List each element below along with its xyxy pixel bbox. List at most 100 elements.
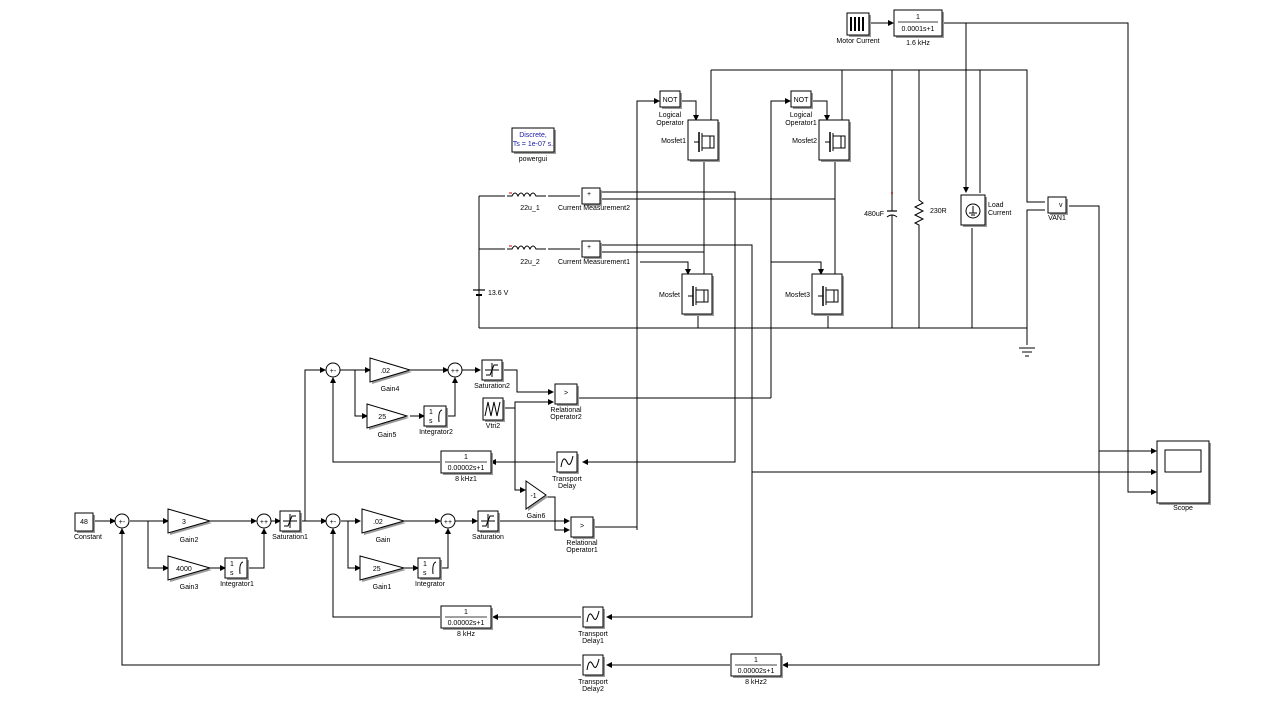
sum-signs: +- xyxy=(330,519,337,526)
sum-block[interactable]: ++ xyxy=(256,513,272,529)
capacitor-block[interactable]: 480uF xyxy=(864,190,898,232)
gain-value: .02 xyxy=(380,368,390,375)
load-current-block[interactable]: Load Current xyxy=(960,194,1011,227)
not-label: NOT xyxy=(794,97,810,104)
current-measurement2-block[interactable]: + Current Measurement2 xyxy=(558,187,630,212)
mosfet-block[interactable]: Mosfet xyxy=(659,273,714,316)
block-label: Gain1 xyxy=(373,584,392,591)
saturation-block[interactable]: Saturation1 xyxy=(272,510,308,541)
inductor-icon xyxy=(507,192,546,198)
battery-icon xyxy=(473,289,485,296)
transport-delay-icon xyxy=(586,658,600,671)
signal-wires xyxy=(95,20,1157,668)
tf-label: 1.6 kHz xyxy=(906,40,930,47)
mosfet-block[interactable]: Mosfet2 xyxy=(792,119,851,162)
integrator-den: s xyxy=(429,418,433,425)
plus-sign: + xyxy=(587,244,591,251)
ground-icon xyxy=(1019,347,1035,357)
block-label: Relational xyxy=(550,407,582,414)
gain-value: 3 xyxy=(182,519,186,526)
sum-block[interactable]: +- xyxy=(114,513,130,529)
saturation-block[interactable]: Saturation xyxy=(472,510,504,541)
mosfet-label: Mosfet2 xyxy=(792,138,817,145)
mosfet-block[interactable]: Mosfet1 xyxy=(661,119,720,162)
tf-denominator: 0.00002s+1 xyxy=(738,668,775,675)
powergui-block[interactable]: Discrete, Ts = 1e-07 s. powergui xyxy=(511,127,556,163)
tf-denominator: 0.00002s+1 xyxy=(448,620,485,627)
block-label: Constant xyxy=(74,534,102,541)
gain-value: 25 xyxy=(378,414,386,421)
powergui-text: Discrete, xyxy=(519,132,547,139)
block-label: 8 kHz2 xyxy=(745,679,767,686)
not-label: NOT xyxy=(663,97,679,104)
block-label: Saturation2 xyxy=(474,383,510,390)
block-label: Delay2 xyxy=(582,686,604,693)
scope-label: Scope xyxy=(1173,505,1193,512)
block-label: Gain2 xyxy=(180,537,199,544)
tf-8khz1-block[interactable]: 10.00002s+18 kHz1 xyxy=(440,450,493,483)
mosfet-block[interactable]: Mosfet3 xyxy=(785,273,844,316)
battery-block[interactable]: 13.6 V xyxy=(473,289,509,297)
tf-1-6khz-block[interactable]: 1 0.0001s+1 1.6 kHz xyxy=(893,9,944,47)
constant-value: 48 xyxy=(80,519,88,526)
control-blocks: +-.02Gain425Gain51sIntegrator2++Saturati… xyxy=(114,357,783,693)
sum-block[interactable]: ++ xyxy=(447,362,463,378)
block-label: Integrator xyxy=(415,581,446,588)
triangle-wave-icon xyxy=(484,401,501,417)
tf-8khz2-block[interactable]: 10.00002s+18 kHz2 xyxy=(730,653,783,686)
block-label: 8 kHz1 xyxy=(455,476,477,483)
triangle-wave-block[interactable]: Vtri2 xyxy=(482,397,505,430)
tf-8khz-block[interactable]: 10.00002s+18 kHz xyxy=(440,605,493,638)
voltage-measurement-block[interactable]: v VAN1 xyxy=(1047,196,1068,222)
inductor-22u-2[interactable]: 22u_2 xyxy=(507,245,546,266)
saturation-icon xyxy=(485,363,499,377)
resistor-icon xyxy=(913,190,925,232)
sum-block[interactable]: +- xyxy=(325,362,341,378)
gain-value: -1 xyxy=(530,493,536,500)
saturation-block[interactable]: Saturation2 xyxy=(474,359,510,390)
signal-builder-icon xyxy=(850,17,864,31)
sum-signs: ++ xyxy=(451,368,459,375)
mosfet-icon xyxy=(825,132,846,152)
sum-block[interactable]: +- xyxy=(325,513,341,529)
mosfet-icon xyxy=(688,286,709,306)
logical-operator1-block[interactable]: NOT Logical Operator1 xyxy=(785,90,817,127)
current-source-icon xyxy=(965,203,981,219)
inductor-label: 22u_2 xyxy=(520,259,540,266)
block-label: Logical xyxy=(659,112,682,119)
logical-operator-block[interactable]: NOT Logical Operator xyxy=(656,90,684,127)
block-label: Integrator1 xyxy=(220,581,254,588)
sum-signs: ++ xyxy=(444,519,452,526)
block-label: Delay1 xyxy=(582,638,604,645)
motor-current-label: Motor Current xyxy=(836,38,879,45)
block-label: Transport xyxy=(578,631,608,638)
gain-value: 25 xyxy=(373,566,381,573)
sum-block[interactable]: ++ xyxy=(440,513,456,529)
constant-block[interactable]: 48 Constant xyxy=(74,512,102,541)
block-label: 8 kHz xyxy=(457,631,475,638)
resistor-block[interactable]: 230R xyxy=(913,190,947,232)
inductor-22u-1[interactable]: 22u_1 xyxy=(507,192,546,212)
motor-current-block[interactable]: Motor Current xyxy=(836,12,880,45)
current-measurement1-block[interactable]: + Current Measurement1 xyxy=(558,240,630,266)
battery-label: 13.6 V xyxy=(488,290,509,297)
block-label: Operator xyxy=(656,120,684,127)
scope-block[interactable]: Scope xyxy=(1156,440,1211,512)
tf-denominator: 0.00002s+1 xyxy=(448,465,485,472)
